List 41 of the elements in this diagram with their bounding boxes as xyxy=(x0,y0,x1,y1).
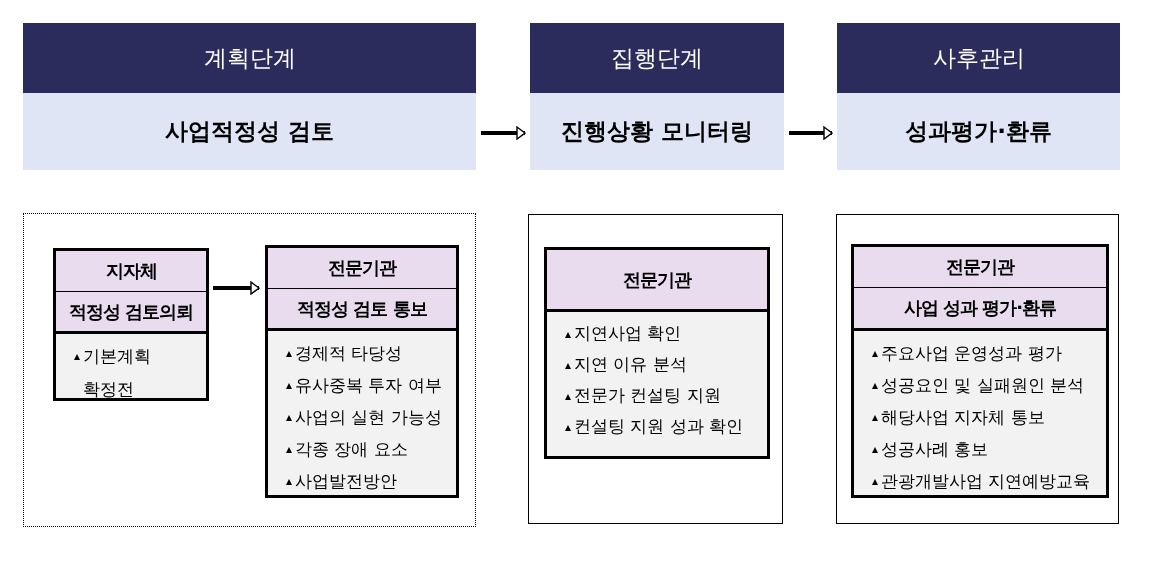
group-frame xyxy=(836,214,1119,524)
stage-task: 사업적정성 검토 xyxy=(23,93,476,170)
arrow xyxy=(481,126,526,140)
agency-name: 전문기관 xyxy=(547,250,767,309)
agency-card xyxy=(53,248,209,401)
arrow xyxy=(789,126,833,140)
agency-name: 전문기관 xyxy=(268,248,456,288)
stage-panel xyxy=(530,23,784,170)
task-heading: 적정성 검토의뢰 xyxy=(56,291,206,331)
bullet-item: 각종 장애 요소 xyxy=(295,438,408,461)
stage-task: 진행상황 모니터링 xyxy=(530,93,784,170)
agency-card xyxy=(265,245,459,498)
bullet-item: 기본계획 확정전 xyxy=(83,345,152,401)
agency-card xyxy=(544,247,770,459)
stage-task: 성과평가·환류 xyxy=(837,93,1120,170)
bullet-item: 주요사업 운영성과 평가 xyxy=(881,342,1062,365)
stage-panel xyxy=(23,23,476,170)
stage-title: 계획단계 xyxy=(23,23,476,93)
bullet-item: 성공사례 홍보 xyxy=(881,438,989,461)
bullet-item: 지연 이유 분석 xyxy=(574,353,687,376)
stage-title: 집행단계 xyxy=(530,23,784,93)
task-heading: 사업 성과 평가·환류 xyxy=(854,287,1106,328)
stage-title: 사후관리 xyxy=(837,23,1120,93)
agency-name: 전문기관 xyxy=(854,247,1106,287)
group-frame xyxy=(23,213,476,527)
agency-name: 지자체 xyxy=(56,251,206,291)
arrow xyxy=(213,281,260,295)
bullet-item: 해당사업 지자체 통보 xyxy=(881,406,1045,429)
bullet-item: 성공요인 및 실패원인 분석 xyxy=(881,374,1085,397)
group-frame xyxy=(528,214,783,524)
bullet-item: 컨설팅 지원 성과 확인 xyxy=(574,415,744,438)
bullet-item: 경제적 타당성 xyxy=(295,342,403,365)
bullet-item: 전문가 컨설팅 지원 xyxy=(574,384,721,407)
agency-card xyxy=(851,244,1109,498)
bullet-item: 사업의 실현 가능성 xyxy=(295,406,442,429)
bullet-item: 관광개발사업 지연예방교육 xyxy=(881,470,1091,493)
bullet-item: 유사중복 투자 여부 xyxy=(295,374,442,397)
bullet-item: 사업발전방안 xyxy=(295,470,397,493)
stage-panel xyxy=(837,23,1120,170)
task-heading: 적정성 검토 통보 xyxy=(268,288,456,328)
bullet-item: 지연사업 확인 xyxy=(574,322,682,345)
